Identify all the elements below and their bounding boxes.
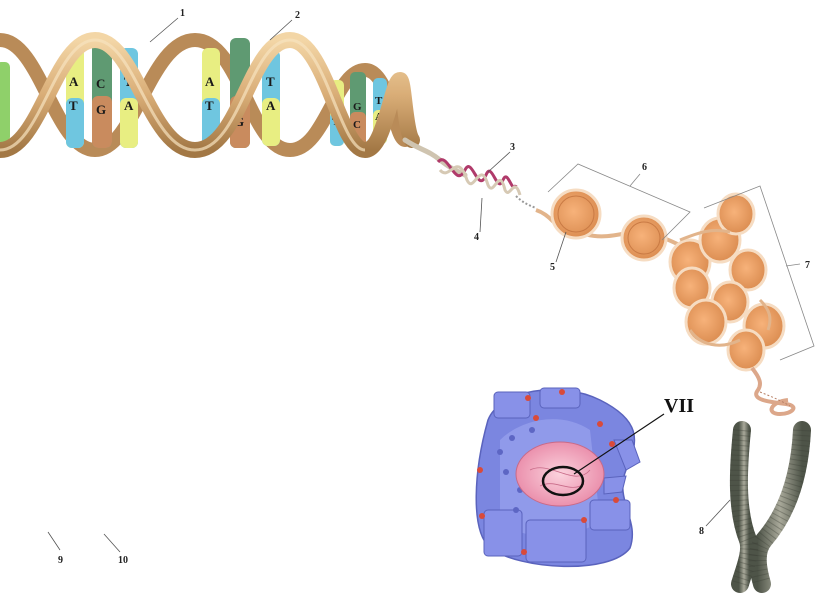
histone-icon [620, 214, 668, 262]
label-4: 4 [474, 232, 479, 243]
thin-dna-strand [402, 137, 537, 233]
leader-line-4 [479, 197, 483, 233]
base-label: G [96, 102, 106, 117]
leader-line-5 [555, 231, 567, 263]
label-3: 3 [510, 142, 515, 153]
base-label: T [266, 74, 275, 89]
label-2: 2 [295, 10, 300, 21]
organelle-icon [483, 387, 641, 563]
label-10: 10 [118, 555, 128, 566]
base-label: A [205, 74, 215, 89]
label-1: 1 [180, 8, 185, 19]
leader-line-8 [705, 499, 731, 527]
label-5: 5 [550, 262, 555, 273]
nucleosome-string [535, 163, 691, 263]
solenoid-fiber [668, 185, 815, 417]
leader-lines [47, 17, 293, 553]
base-label: T [69, 98, 78, 113]
base-label: A [124, 98, 134, 113]
cell-cutaway [475, 387, 665, 568]
leader-line-vii [573, 413, 665, 475]
base-label: C [353, 119, 361, 131]
chromosome [705, 421, 811, 593]
base-label: A [69, 74, 79, 89]
bracket-6 [547, 163, 691, 241]
label-vii: VII [664, 395, 694, 417]
base-label: C [96, 76, 105, 91]
base-label: A [266, 98, 276, 113]
base-label: T [375, 95, 383, 107]
cell-dots [497, 427, 535, 513]
dna-double-helix: A T C G T A A T C G T A [0, 31, 420, 159]
highlight-circle [541, 465, 585, 497]
label-9: 9 [58, 555, 63, 566]
label-6: 6 [642, 162, 647, 173]
number-labels: 1 2 3 4 5 6 7 8 9 10 VII [58, 8, 810, 566]
base-label: G [353, 101, 362, 113]
label-7: 7 [805, 260, 810, 271]
leader-line-3 [487, 151, 511, 173]
label-8: 8 [699, 526, 704, 537]
nucleus [515, 441, 605, 507]
base-label: T [205, 98, 214, 113]
histone-icon [550, 188, 602, 240]
